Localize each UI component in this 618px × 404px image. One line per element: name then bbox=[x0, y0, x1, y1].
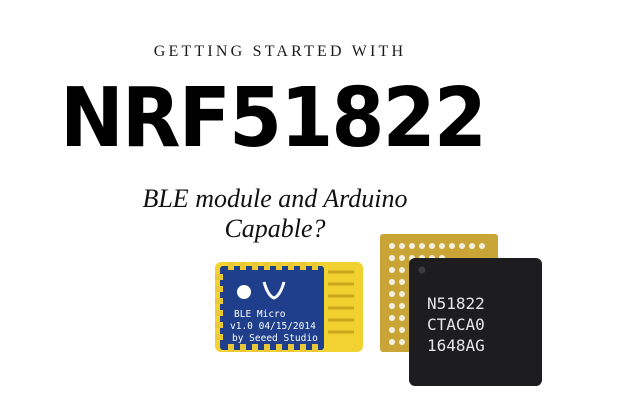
chip-line-1: N51822 bbox=[427, 294, 485, 313]
module-line-2: v1.0 04/15/2014 bbox=[230, 321, 316, 332]
chip-line-3: 1648AG bbox=[427, 336, 485, 355]
kicker-text: GETTING STARTED WITH bbox=[153, 43, 407, 60]
page-title: NRF51822 bbox=[59, 71, 487, 166]
module-line-3: by Seeed Studio bbox=[232, 333, 318, 344]
chip-line-2: CTACA0 bbox=[427, 315, 485, 334]
subtitle-text: BLE module and Arduino Capable? bbox=[142, 184, 408, 243]
ble-micro-module: BLE Micro v1.0 04/15/2014 by Seeed Studi… bbox=[215, 262, 363, 352]
nrf-chip: N51822 CTACA0 1648AG bbox=[409, 258, 542, 386]
module-line-1: BLE Micro bbox=[234, 309, 286, 320]
bluetooth-logo-icon bbox=[262, 281, 286, 300]
flower-logo-icon bbox=[237, 285, 251, 299]
